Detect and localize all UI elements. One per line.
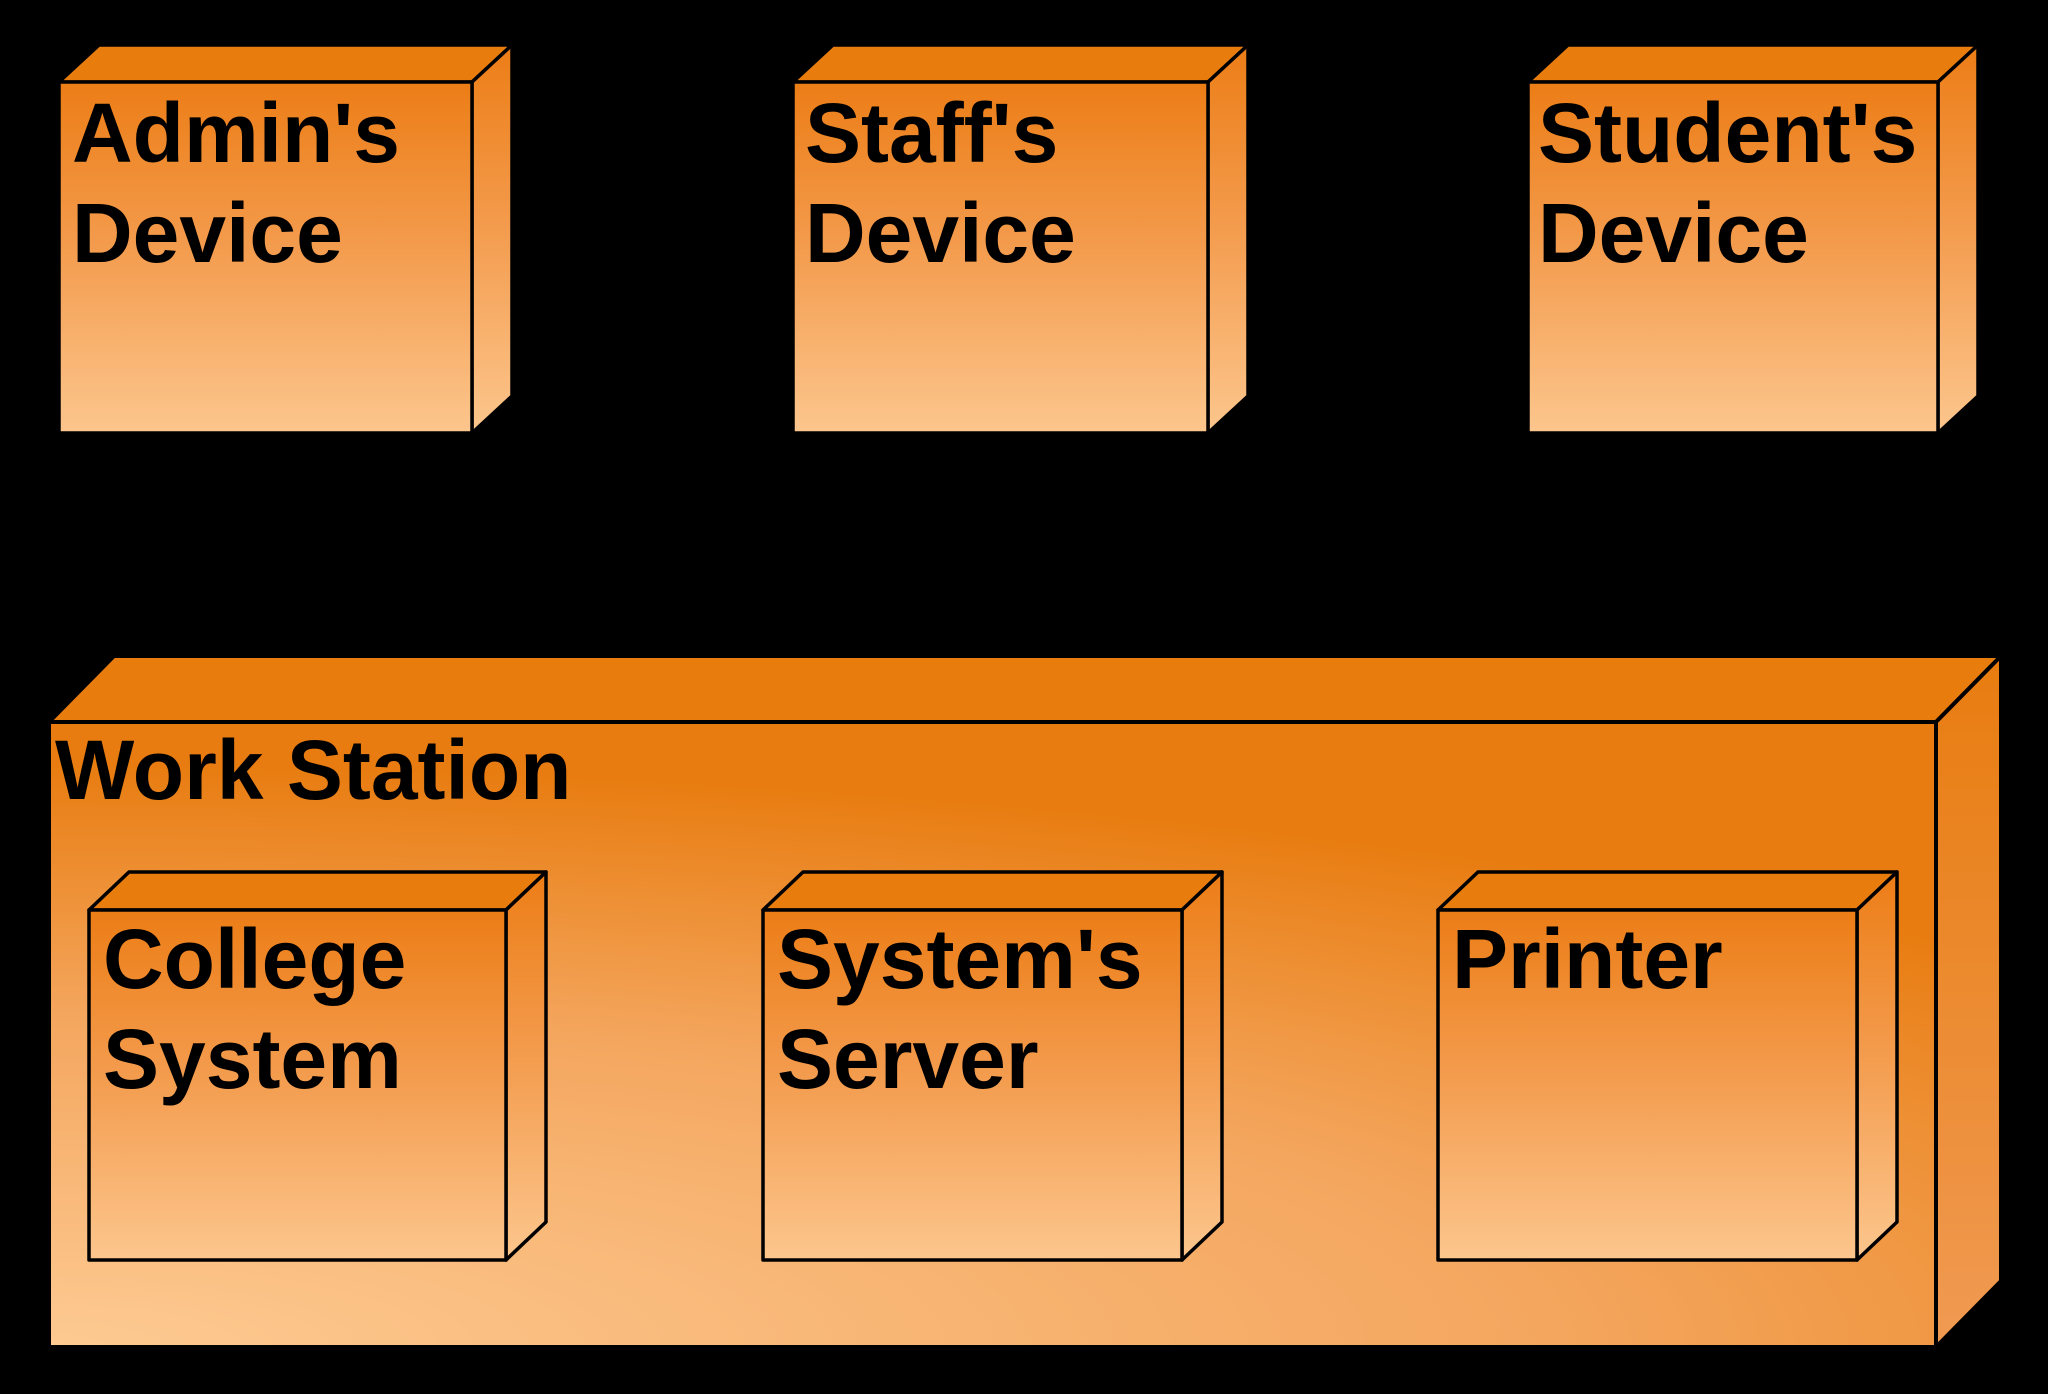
node-students-device: Student's Device [1526,43,1980,435]
admins-device-top-face [57,43,514,84]
node-college-system: College System [87,870,548,1262]
staffs-device-side-face [1206,43,1250,435]
node-systems-server: System's Server [761,870,1224,1262]
admins-device-side-face [470,43,514,435]
systems-server-side-face [1180,870,1224,1262]
students-device-front-face [1526,80,1940,435]
students-device-side-face [1936,43,1980,435]
node-admins-device: Admin's Device [57,43,514,435]
staffs-device-label-line2: Device [805,186,1076,280]
college-system-front-face [87,908,508,1262]
work-station-label: Work Station [55,723,571,817]
systems-server-label-line1: System's [777,912,1143,1006]
systems-server-label-line2: Server [777,1012,1039,1106]
work-station-top-face [47,654,2003,724]
systems-server-top-face [761,870,1224,912]
admins-device-front-face [57,80,474,435]
students-device-top-face [1526,43,1980,84]
students-device-label-line2: Device [1538,186,1809,280]
node-printer: Printer [1436,870,1899,1262]
college-system-side-face [504,870,548,1262]
work-station-side-face [1934,654,2003,1349]
students-device-label-line1: Student's [1538,86,1917,180]
college-system-label-line1: College [103,912,406,1006]
node-staffs-device: Staff's Device [791,43,1250,435]
printer-label-line1: Printer [1452,912,1723,1006]
admins-device-label-line2: Device [72,186,343,280]
printer-front-face [1436,908,1859,1262]
systems-server-front-face [761,908,1184,1262]
college-system-top-face [87,870,548,912]
staffs-device-label-line1: Staff's [805,86,1058,180]
staffs-device-front-face [791,80,1210,435]
printer-top-face [1436,870,1899,912]
printer-side-face [1855,870,1899,1262]
college-system-label-line2: System [103,1012,402,1106]
staffs-device-top-face [791,43,1250,84]
admins-device-label-line1: Admin's [72,86,400,180]
